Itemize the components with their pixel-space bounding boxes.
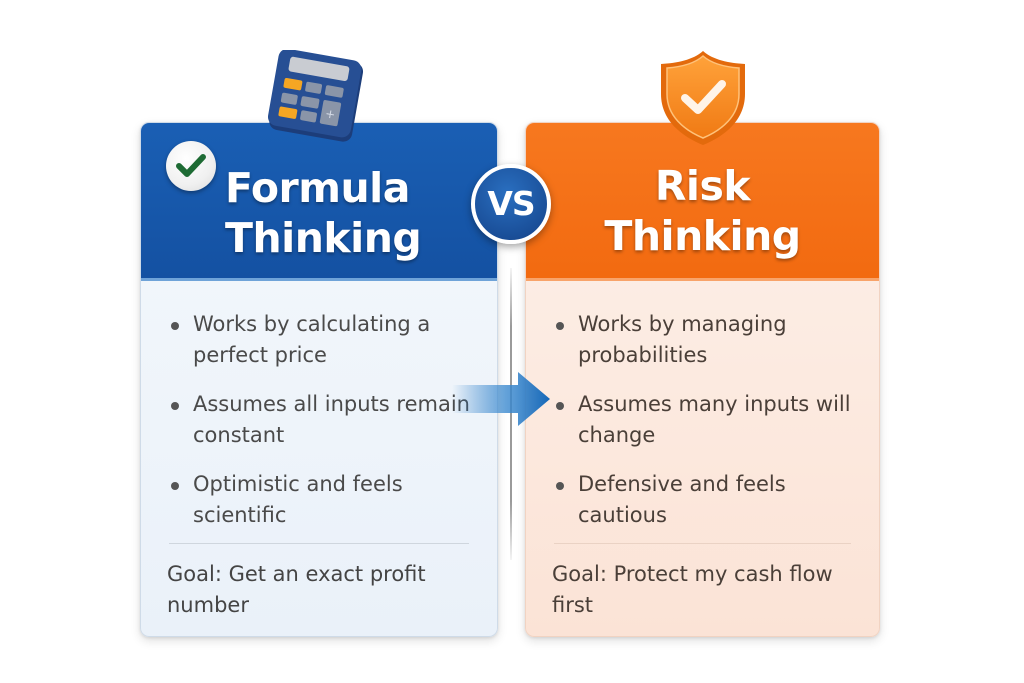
- list-item: Works by calculating a perfect price: [169, 309, 487, 371]
- title-line-2: Thinking: [604, 212, 801, 260]
- list-item: Assumes many inputs will change: [554, 389, 869, 451]
- risk-header: Risk Thinking: [526, 123, 879, 281]
- list-item: Works by managing probabilities: [554, 309, 869, 371]
- shield-check-icon: [661, 51, 745, 145]
- formula-title: Formula Thinking: [225, 163, 422, 263]
- svg-text:+: +: [324, 106, 336, 122]
- title-line-2: Thinking: [225, 214, 422, 262]
- risk-goal: Goal: Protect my cash flow first: [552, 562, 833, 617]
- vs-badge: VS: [471, 164, 551, 244]
- formula-bullet-list: Works by calculating a perfect price Ass…: [169, 309, 487, 549]
- list-item: Optimistic and feels scientific: [169, 469, 487, 531]
- calculator-icon: +: [267, 50, 364, 142]
- list-item: Assumes all inputs remain constant: [169, 389, 487, 451]
- risk-thinking-card: Risk Thinking Works by managing probabil…: [525, 122, 880, 637]
- center-divider: [510, 268, 512, 560]
- divider-line: [554, 543, 851, 544]
- title-line-1: Risk: [654, 162, 751, 210]
- formula-header: Formula Thinking: [141, 123, 497, 281]
- risk-title: Risk Thinking: [526, 161, 879, 261]
- checkmark-icon: [166, 141, 216, 191]
- list-item: Defensive and feels cautious: [554, 469, 869, 531]
- arrow-right-icon: [452, 372, 550, 426]
- formula-thinking-card: Formula Thinking Works by calculating a …: [140, 122, 498, 637]
- formula-goal: Goal: Get an exact profit number: [167, 562, 426, 617]
- divider-line: [169, 543, 469, 544]
- risk-bullet-list: Works by managing probabilities Assumes …: [554, 309, 869, 549]
- title-line-1: Formula: [225, 164, 410, 212]
